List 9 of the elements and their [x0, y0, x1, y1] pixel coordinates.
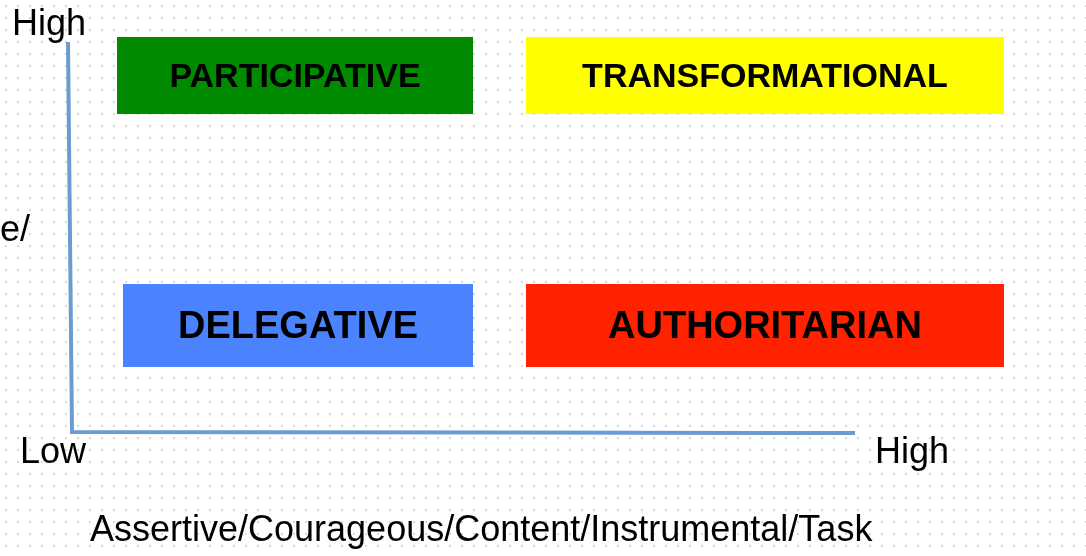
quadrant-box: DELEGATIVE — [123, 284, 473, 367]
quadrant-box: AUTHORITARIAN — [526, 284, 1004, 367]
quadrant-box: TRANSFORMATIONAL — [526, 37, 1004, 114]
axis-label: High — [875, 430, 950, 472]
axis-label: High — [12, 2, 87, 44]
axis-title: Assertive/Courageous/Content/Instrumental/Task — [90, 508, 873, 550]
axis-title: e/ — [0, 208, 31, 250]
quadrant-box: PARTICIPATIVE — [117, 37, 473, 114]
axis-label: Low — [20, 430, 87, 472]
